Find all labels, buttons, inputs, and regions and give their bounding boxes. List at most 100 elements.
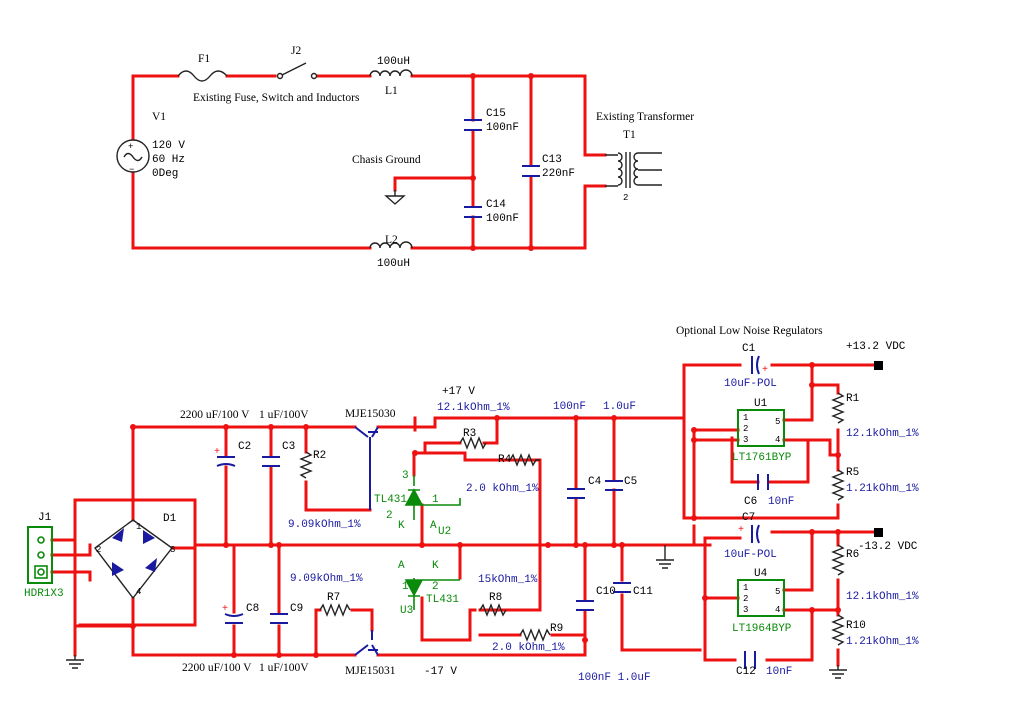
chassis-ground: Chasis Ground	[352, 154, 421, 205]
r2-label: R2	[313, 450, 326, 462]
v1-label: V1	[152, 111, 166, 123]
f1-label: F1	[198, 53, 210, 65]
u4-pin2: 2	[743, 594, 748, 604]
c7-label: C7	[742, 512, 755, 524]
c3-cap-rating: 1 uF/100V	[259, 409, 309, 421]
r9-label: R9	[550, 623, 563, 635]
wire-mains-top	[131, 74, 607, 250]
fuse-f1: F1	[177, 53, 228, 82]
r6-value: 12.1kOhm_1%	[846, 591, 919, 603]
r5-value: 1.21kOhm_1%	[846, 483, 919, 495]
d1-pin4: 4	[136, 587, 141, 597]
c13-value: 220nF	[542, 168, 575, 180]
u2-pin-k: K	[398, 520, 405, 532]
v1-frequency: 60 Hz	[152, 154, 185, 166]
plus17-label: +17 V	[442, 386, 475, 398]
u4-pin1: 1	[743, 583, 748, 593]
u1-pin2: 2	[743, 424, 748, 434]
bridge-rectifier-d1: D1 1 2 3 4	[94, 513, 177, 600]
fuse-switch-inductors-note: Existing Fuse, Switch and Inductors	[193, 92, 360, 104]
r8-label: R8	[489, 592, 502, 604]
q1-part: MJE15030	[345, 408, 396, 420]
u2-label: U2	[438, 526, 451, 538]
d1-label: D1	[163, 513, 177, 525]
r5-label: R5	[846, 467, 859, 479]
u1-label: U1	[754, 398, 768, 410]
t1-pin-label: 2	[623, 193, 628, 203]
capacitor-c15: C15 100nF	[464, 108, 519, 134]
r9-value: 2.0 kOhm_1%	[492, 642, 565, 654]
r3-value: 12.1kOhm_1%	[437, 402, 510, 414]
minus132-label: -13.2 VDC	[858, 541, 918, 553]
c5-value: 1.0uF	[603, 401, 636, 413]
c11-label: C11	[633, 586, 653, 598]
transformer-t1: Existing Transformer T1 2	[596, 111, 694, 203]
r6-label: R6	[846, 549, 859, 561]
svg-text:+: +	[762, 365, 768, 376]
minus17-label: -17 V	[424, 666, 457, 678]
c6-value: 10nF	[768, 496, 794, 508]
r1-label: R1	[846, 393, 860, 405]
r4-value: 2.0 kOhm_1%	[466, 483, 539, 495]
u4-part: LT1964BYP	[732, 623, 792, 635]
u2-pin-a: A	[430, 520, 437, 532]
c14-label: C14	[486, 199, 506, 211]
u3-part: TL431	[426, 594, 459, 606]
r1-value: 12.1kOhm_1%	[846, 428, 919, 440]
c10-c11-values: 100nF 1.0uF	[578, 672, 651, 684]
svg-text:+: +	[222, 604, 228, 615]
svg-text:−: −	[129, 165, 134, 175]
c7-value: 10uF-POL	[724, 549, 777, 561]
u1-pin5: 5	[775, 417, 780, 427]
r2-value: 9.09kOhm_1%	[288, 519, 361, 531]
r4-label: R4	[498, 454, 512, 466]
c15-value: 100nF	[486, 122, 519, 134]
u2-pin2: 2	[386, 510, 393, 522]
wire-caps	[393, 74, 533, 250]
c12-value: 10nF	[766, 666, 792, 678]
existing-transformer-note: Existing Transformer	[596, 111, 694, 123]
c6-label: C6	[744, 496, 757, 508]
connector-j1: J1 HDR1X3	[24, 512, 64, 600]
u3-label: U3	[400, 605, 413, 617]
j1-part: HDR1X3	[24, 588, 64, 600]
u3-pin2: 2	[432, 581, 439, 593]
positive-rail-parts: 2200 uF/100 V 1 uF/100V + C2 C3 R2 9.09k…	[180, 386, 637, 538]
capacitor-c13: C13 220nF	[522, 154, 575, 180]
c2-cap-rating: 2200 uF/100 V	[180, 409, 250, 421]
c15-label: C15	[486, 108, 506, 120]
d1-pin1: 1	[136, 522, 141, 532]
dc-supply-section: J1 HDR1X3 D1 1 2 3 4 2200 uF/100 V 1 uF/…	[24, 325, 919, 684]
c9-label: C9	[290, 603, 303, 615]
u3-pin-a: A	[398, 560, 405, 572]
l1-label: L1	[385, 85, 398, 97]
ac-source-v1: + − V1 120 V 60 Hz 0Deg	[116, 111, 185, 180]
svg-text:+: +	[738, 525, 744, 536]
u4-pin3: 3	[743, 605, 748, 615]
u2-pin3: 3	[402, 470, 409, 482]
j2-label: J2	[291, 45, 301, 57]
r10-value: 1.21kOhm_1%	[846, 636, 919, 648]
negative-rail-parts: + C8 C9 2200 uF/100 V 1 uF/100V 9.09kOhm…	[182, 560, 653, 684]
c12-label: C12	[736, 666, 756, 678]
plus132-label: +13.2 VDC	[846, 341, 906, 353]
c9-cap-rating: 1 uF/100V	[259, 662, 309, 674]
r8-value: 15kOhm_1%	[478, 574, 538, 586]
regulator-section: Optional Low Noise Regulators + C1 10uF-…	[676, 325, 919, 678]
l1-value: 100uH	[377, 56, 410, 68]
d1-pin3: 3	[170, 545, 175, 555]
c8-label: C8	[246, 603, 259, 615]
t1-label: T1	[623, 129, 636, 141]
u3-pin1: 1	[402, 581, 409, 593]
u3-pin-k: K	[432, 560, 439, 572]
c5-label: C5	[624, 476, 637, 488]
svg-text:+: +	[128, 142, 133, 152]
c13-label: C13	[542, 154, 562, 166]
svg-text:+: +	[214, 447, 220, 458]
ground-symbols	[66, 545, 847, 679]
u1-part: LT1761BYP	[732, 452, 792, 464]
optional-regulators-note: Optional Low Noise Regulators	[676, 325, 823, 337]
switch-j2: J2	[276, 45, 318, 80]
r7-label: R7	[327, 592, 340, 604]
d1-pin2: 2	[96, 545, 101, 555]
